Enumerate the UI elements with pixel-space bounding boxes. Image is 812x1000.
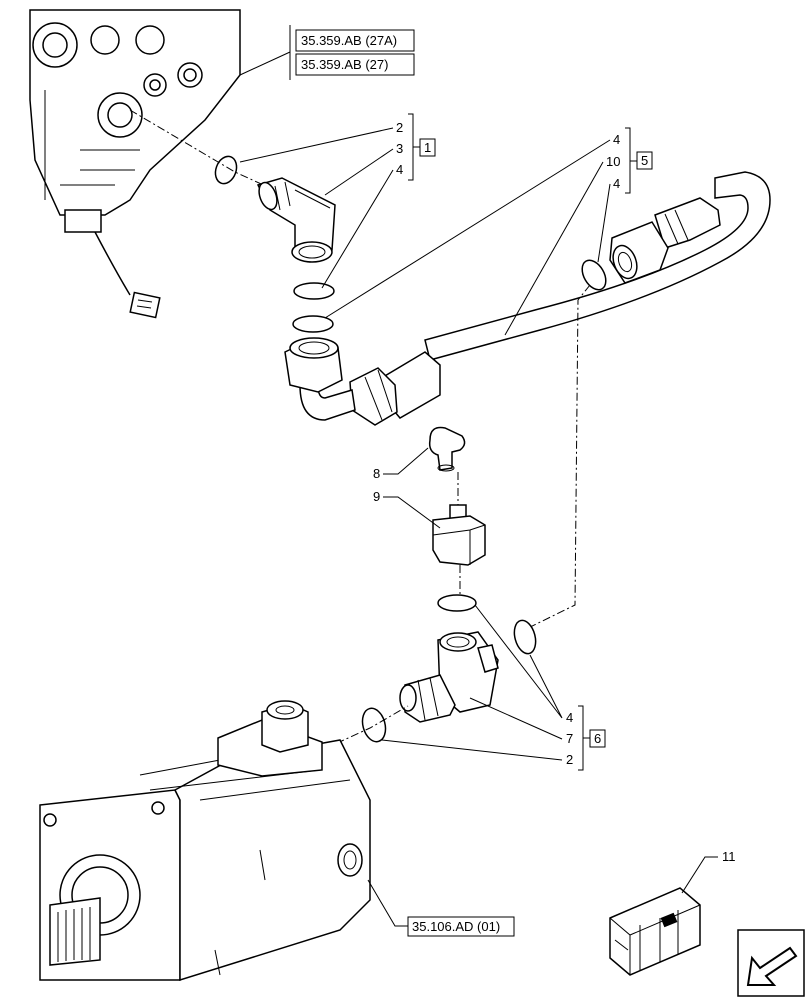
callout-8[interactable]: 8 <box>373 466 380 481</box>
reference-label-top-b[interactable]: 35.359.AB (27) <box>301 57 388 72</box>
reference-box-bottom: 35.106.AD (01) <box>367 879 515 937</box>
callout-4a[interactable]: 4 <box>396 162 403 177</box>
test-port-parts <box>428 426 486 612</box>
group-5-hose <box>284 171 771 426</box>
callout-4d[interactable]: 4 <box>566 710 573 725</box>
callout-2b[interactable]: 2 <box>566 752 573 767</box>
reference-box-top: 35.359.AB (27A) 35.359.AB (27) <box>239 25 415 80</box>
callout-group-1: 2 3 4 1 <box>239 113 436 289</box>
callout-2a[interactable]: 2 <box>396 120 403 135</box>
callout-4c[interactable]: 4 <box>613 176 620 191</box>
hydraulic-pump <box>39 700 371 982</box>
callout-group-6: 4 7 2 6 <box>381 604 606 771</box>
callout-9[interactable]: 9 <box>373 489 380 504</box>
group-1-parts <box>129 109 336 333</box>
callout-4b[interactable]: 4 <box>613 132 620 147</box>
group-6-tee <box>321 619 537 751</box>
arrow-navigation-icon[interactable] <box>737 929 805 997</box>
callout-group-6-box[interactable]: 6 <box>594 731 601 746</box>
callout-group-1-box[interactable]: 1 <box>424 140 431 155</box>
callout-3[interactable]: 3 <box>396 141 403 156</box>
callout-11[interactable]: 11 <box>722 849 736 864</box>
reference-label-top-a[interactable]: 35.359.AB (27A) <box>301 33 397 48</box>
callout-10[interactable]: 10 <box>606 154 620 169</box>
centerline-right <box>519 284 591 633</box>
control-valve-assembly <box>29 9 241 319</box>
crate-kit-icon: 11 <box>609 849 736 976</box>
callout-group-5-box[interactable]: 5 <box>641 153 648 168</box>
callout-8-9: 8 9 <box>373 447 441 529</box>
callout-7[interactable]: 7 <box>566 731 573 746</box>
callout-group-5: 4 10 4 5 <box>324 127 653 336</box>
reference-label-bottom[interactable]: 35.106.AD (01) <box>412 919 500 934</box>
